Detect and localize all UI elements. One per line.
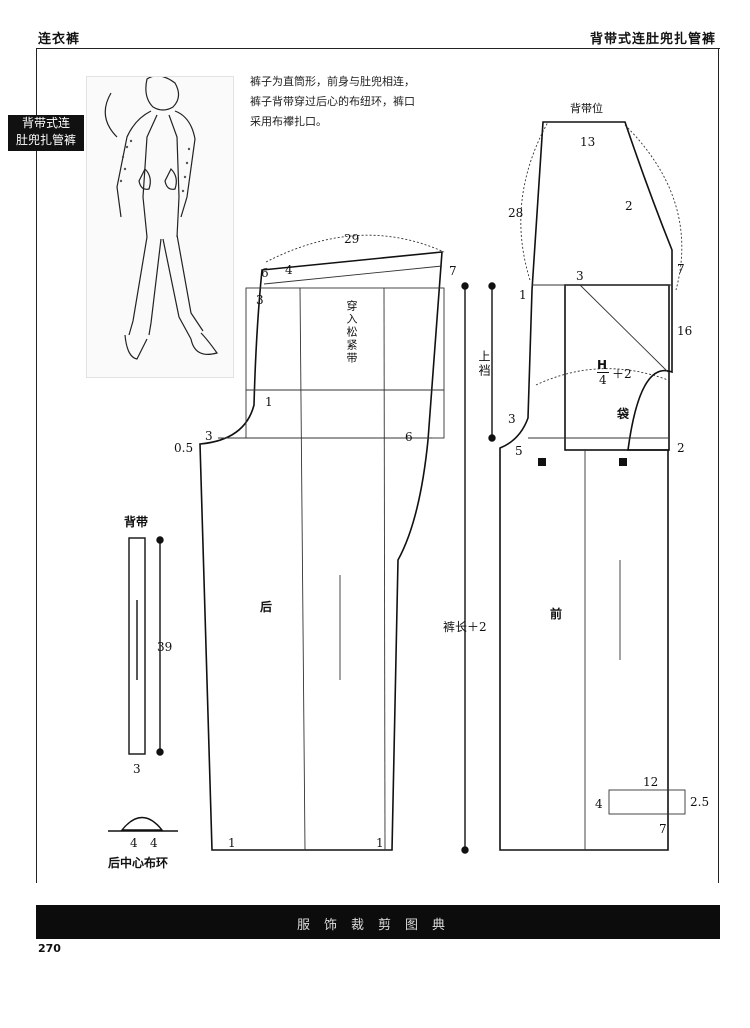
back-crease-left — [299, 287, 306, 851]
dim-front-5: 5 — [515, 444, 523, 458]
front-hip-arc — [535, 368, 669, 386]
dim-back-6: 6 — [261, 266, 269, 280]
hip-formula-plus: ＋2 — [612, 367, 632, 381]
cuff-tab — [608, 789, 686, 815]
loop-title: 后中心布环 — [108, 856, 169, 870]
front-piece-outline — [499, 121, 673, 851]
page-number: 270 — [38, 942, 61, 955]
description-text: 裤子为直筒形，前身与肚兜相连，裤子背带穿过后心的布纽环，裤口采用布襻扎口。 — [250, 75, 415, 128]
loop-piece — [120, 816, 164, 831]
button-mark-right — [619, 458, 627, 466]
front-pocket-diagonal — [579, 284, 669, 373]
dim-cuff-7: 7 — [659, 822, 667, 836]
frame-left-line — [36, 48, 37, 883]
side-tab: 背带式连 肚兜扎管裤 — [8, 115, 84, 151]
dim-bib-2: 2 — [625, 199, 633, 213]
length-label: 裤长＋2 — [443, 620, 487, 634]
bib-side-arc — [520, 121, 549, 281]
footer-band: 服饰裁剪图典 — [36, 905, 720, 939]
dim-back-7: 7 — [449, 264, 457, 278]
dim-back-0-5: 0.5 — [174, 441, 194, 455]
dim-front-1: 1 — [519, 288, 527, 302]
dim-front-3-crotch: 3 — [508, 412, 516, 426]
dim-back-1-curve: 1 — [265, 395, 273, 409]
loop-left-dim: 4 — [130, 836, 138, 850]
back-crease-right — [383, 287, 386, 851]
dim-back-6-hip: 6 — [405, 430, 413, 444]
illustration-figure — [104, 77, 218, 360]
dim-back-hem-right: 1 — [376, 836, 384, 850]
dim-back-3-top: 3 — [256, 293, 264, 307]
strap-piece — [128, 537, 146, 755]
dim-bib-28: 28 — [508, 206, 524, 220]
side-tab-line2: 肚兜扎管裤 — [15, 133, 76, 147]
header-chapter: 连衣裤 — [38, 32, 81, 47]
dim-back-4: 4 — [285, 263, 293, 277]
front-label: 前 — [550, 607, 563, 621]
dim-front-16: 16 — [677, 324, 693, 338]
dim-bib-13: 13 — [580, 135, 596, 149]
strap-width: 3 — [133, 762, 141, 776]
fashion-illustration — [86, 76, 234, 378]
strap-length: 39 — [157, 640, 173, 654]
dim-front-7: 7 — [677, 262, 685, 276]
crotch-depth-label: 上裆 — [477, 350, 491, 378]
pocket-label: 袋 — [617, 407, 630, 421]
header-rule — [36, 48, 720, 49]
elastic-label: 穿入松紧带 — [345, 300, 358, 365]
dim-waist-back: 29 — [344, 232, 360, 246]
back-piece-outline — [199, 251, 443, 851]
side-tab-line1: 背带式连 — [21, 116, 70, 130]
dim-cuff-4: 4 — [595, 797, 603, 811]
loop-right-dim: 4 — [150, 836, 158, 850]
back-waistband-line — [263, 265, 443, 285]
hip-formula-numerator: H — [597, 358, 608, 372]
dim-back-3-crotch: 3 — [205, 429, 213, 443]
frame-right-line — [718, 48, 719, 883]
bib-strap-arc — [624, 124, 683, 291]
header-title: 背带式连肚兜扎管裤 — [589, 32, 716, 47]
dim-cuff-2-5: 2.5 — [690, 795, 710, 809]
back-waist-dim-arc — [265, 234, 445, 263]
hip-formula-denominator: 4 — [597, 372, 609, 387]
strap-title: 背带 — [124, 515, 149, 529]
footer-title: 服饰裁剪图典 — [296, 918, 459, 933]
strap-position-label: 背带位 — [570, 102, 603, 115]
dim-cuff-12: 12 — [643, 775, 659, 789]
dim-back-hem-left: 1 — [228, 836, 236, 850]
dim-front-3-pocket: 3 — [576, 269, 584, 283]
dim-front-2-hip: 2 — [677, 441, 685, 455]
button-mark-left — [538, 458, 546, 466]
back-label: 后 — [260, 600, 273, 614]
